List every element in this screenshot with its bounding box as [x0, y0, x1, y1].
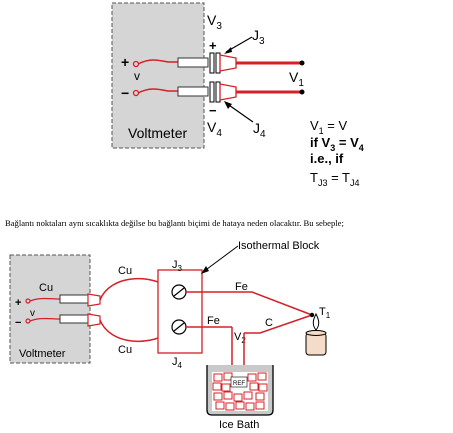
screw-j4-slot	[173, 322, 185, 332]
t1-junction	[309, 312, 315, 318]
j4-bottom-label: J4	[172, 356, 183, 370]
candle-body	[305, 332, 327, 356]
minus-small-top: −	[209, 103, 217, 118]
isothermal-pointer	[202, 245, 239, 273]
fe-top-wire	[186, 291, 313, 316]
body-paragraph: Bağlantı noktaları aynı sıcaklıkta değil…	[5, 218, 344, 228]
clip-j3-a	[209, 52, 215, 74]
plug-j4	[219, 83, 237, 101]
t1-label: T1	[319, 306, 331, 320]
equations-block: V1 = V if V3 = V4 i.e., if TJ3 = TJ4	[310, 118, 364, 188]
fe-top-label: Fe	[235, 281, 248, 293]
wire-end-2	[299, 89, 305, 95]
voltmeter-label-bottom: Voltmeter	[19, 348, 66, 360]
v-label-bottom: v	[30, 308, 35, 319]
voltmeter-box-bottom	[9, 254, 91, 364]
j3-label: J3	[252, 27, 265, 47]
connector-bottom-minus	[59, 314, 89, 324]
plug-bottom-plus	[87, 293, 101, 307]
connector-bottom-plus	[59, 294, 89, 304]
voltmeter-box-top	[111, 2, 205, 149]
connector-top-minus	[177, 86, 209, 97]
fe-mid-label: Fe	[207, 315, 220, 327]
lead-bottom-minus	[29, 317, 61, 322]
j4-label: J4	[253, 120, 266, 140]
wire-end-1	[299, 60, 305, 66]
isothermal-block	[157, 269, 203, 354]
plus-sign-top: +	[121, 54, 129, 70]
eq-line1: V1 = V	[310, 118, 348, 136]
voltmeter-label-top: Voltmeter	[128, 125, 187, 141]
ice-bath-label: Ice Bath	[219, 419, 259, 431]
ref-label: REF	[233, 381, 245, 387]
lead-top-plus	[137, 59, 178, 65]
screw-j3-slot	[173, 287, 185, 297]
eq-line2: if V3 = V4	[310, 135, 364, 153]
j4-pointer	[225, 102, 254, 123]
connector-top-plus	[177, 57, 209, 68]
j3-bottom-label: J3	[172, 259, 183, 273]
ice-cubes	[212, 372, 268, 411]
c-wire	[244, 314, 313, 334]
candle-top	[305, 330, 327, 336]
v4-label: V4	[207, 119, 222, 139]
cu-bottom-wire-label: Cu	[118, 344, 132, 356]
j3-arrowhead	[224, 47, 232, 54]
c-label: C	[265, 317, 273, 329]
plug-j3	[219, 54, 237, 72]
eq-line4: TJ3 = TJ4	[310, 170, 360, 188]
v3-label: V3	[207, 12, 222, 32]
plus-small-top: +	[209, 38, 217, 53]
isothermal-arrowhead	[201, 266, 209, 274]
plus-sign-bottom: +	[15, 297, 21, 309]
cu-left-label: Cu	[39, 282, 53, 294]
plug-bottom-minus	[87, 313, 101, 327]
flame-icon	[312, 312, 320, 331]
lead-bottom-plus	[29, 297, 61, 302]
v1-label: V1	[289, 69, 304, 89]
v-label-top: v	[134, 69, 140, 83]
isothermal-label: Isothermal Block	[238, 240, 320, 252]
clip-j4-a	[209, 81, 215, 103]
lead-top-minus	[137, 88, 178, 94]
minus-sign-top: −	[121, 85, 129, 101]
minus-sign-bottom: −	[15, 317, 21, 329]
eq-line3: i.e., if	[310, 151, 344, 166]
j4-arrowhead	[224, 101, 232, 109]
cu-top-wire-label: Cu	[118, 265, 132, 277]
ref-box	[230, 376, 248, 388]
